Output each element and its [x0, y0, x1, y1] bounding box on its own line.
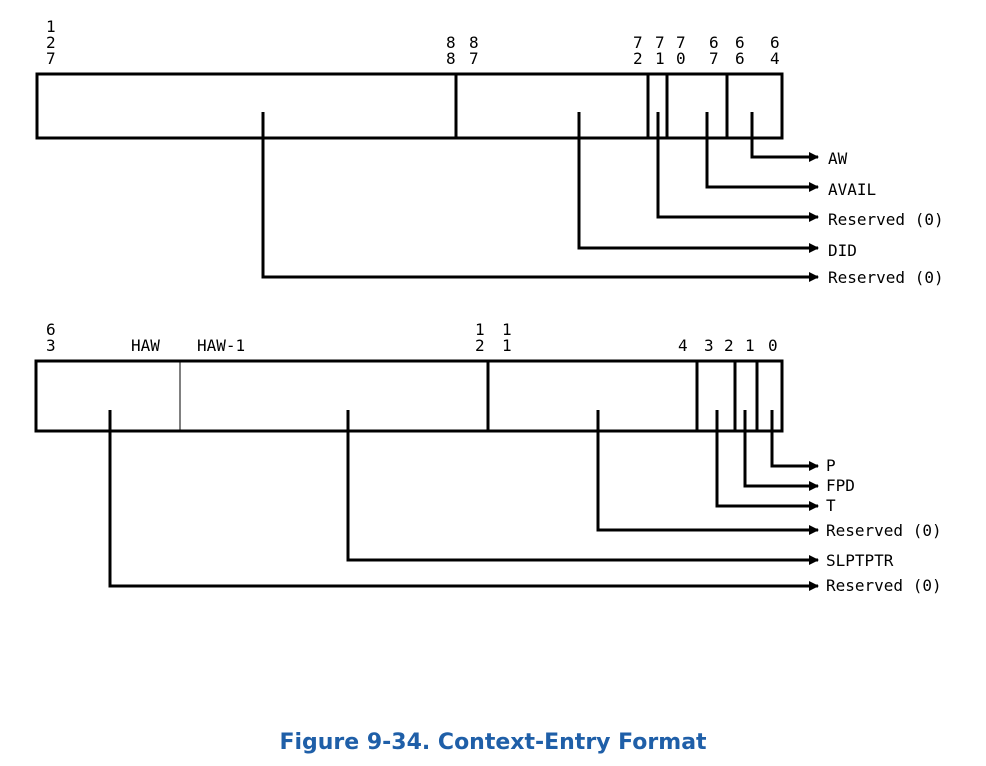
bit-label-127-d3: 7	[46, 49, 56, 68]
bit-label-127-d2: 2	[46, 33, 56, 52]
upper-register: 1 2 7 8 8 8 7 7 2 7 1 7 0 6 7 6 6 6 4 AW…	[35, 17, 944, 287]
bit-label-87-d2: 7	[469, 49, 479, 68]
bit-label-64-d1: 6	[770, 33, 780, 52]
leader-reserved-71	[656, 112, 819, 222]
field-label-avail: AVAIL	[828, 180, 876, 199]
bit-label-12-d1: 1	[475, 320, 485, 339]
field-label-t: T	[826, 496, 836, 515]
bit-label-70-d1: 7	[676, 33, 686, 52]
leader-reserved-63	[108, 410, 819, 591]
leader-p	[770, 410, 819, 471]
leader-fpd	[743, 410, 819, 491]
lower-register-box	[34, 359, 784, 433]
bit-label-87-d1: 8	[469, 33, 479, 52]
bit-label-71-d1: 7	[655, 33, 665, 52]
leader-reserved-127	[261, 112, 819, 282]
bit-label-11-d1: 1	[502, 320, 512, 339]
bit-label-2: 2	[724, 336, 734, 355]
leader-reserved-11	[596, 410, 819, 535]
bit-label-67-d2: 7	[709, 49, 719, 68]
bit-label-haw-1: HAW-1	[197, 336, 245, 355]
bit-label-70-d2: 0	[676, 49, 686, 68]
bit-label-64-d2: 4	[770, 49, 780, 68]
field-label-reserved-upper-1: Reserved (0)	[828, 210, 944, 229]
bit-label-88-d1: 8	[446, 33, 456, 52]
bit-label-3: 3	[704, 336, 714, 355]
leader-avail	[705, 112, 819, 192]
bit-label-127-d1: 1	[46, 17, 56, 36]
bit-label-12-d2: 2	[475, 336, 485, 355]
field-label-reserved-upper-2: Reserved (0)	[828, 268, 944, 287]
bit-label-72-d2: 2	[633, 49, 643, 68]
bit-label-4: 4	[678, 336, 688, 355]
leader-slptptr	[346, 410, 819, 565]
bit-label-71-d2: 1	[655, 49, 665, 68]
bit-label-66-d2: 6	[735, 49, 745, 68]
field-label-p: P	[826, 456, 836, 475]
upper-register-box	[35, 72, 784, 140]
figure-caption: Figure 9-34. Context-Entry Format	[279, 730, 707, 755]
field-label-reserved-lower-1: Reserved (0)	[826, 521, 942, 540]
bit-label-63-d2: 3	[46, 336, 56, 355]
leader-did	[577, 112, 819, 253]
bit-label-11-d2: 1	[502, 336, 512, 355]
field-label-aw: AW	[828, 149, 848, 168]
bit-label-1: 1	[745, 336, 755, 355]
bit-label-72-d1: 7	[633, 33, 643, 52]
bit-label-66-d1: 6	[735, 33, 745, 52]
leader-aw	[750, 112, 819, 162]
bit-label-63-d1: 6	[46, 320, 56, 339]
bit-label-haw: HAW	[131, 336, 160, 355]
bit-label-67-d1: 6	[709, 33, 719, 52]
leader-t	[715, 410, 819, 511]
lower-register: 6 3 HAW HAW-1 1 2 1 1 4 3 2 1 0 P FPD T …	[34, 320, 942, 595]
bit-label-88-d2: 8	[446, 49, 456, 68]
field-label-slptptr: SLPTPTR	[826, 551, 894, 570]
field-label-reserved-lower-2: Reserved (0)	[826, 576, 942, 595]
field-label-fpd: FPD	[826, 476, 855, 495]
bit-label-0: 0	[768, 336, 778, 355]
field-label-did: DID	[828, 241, 857, 260]
